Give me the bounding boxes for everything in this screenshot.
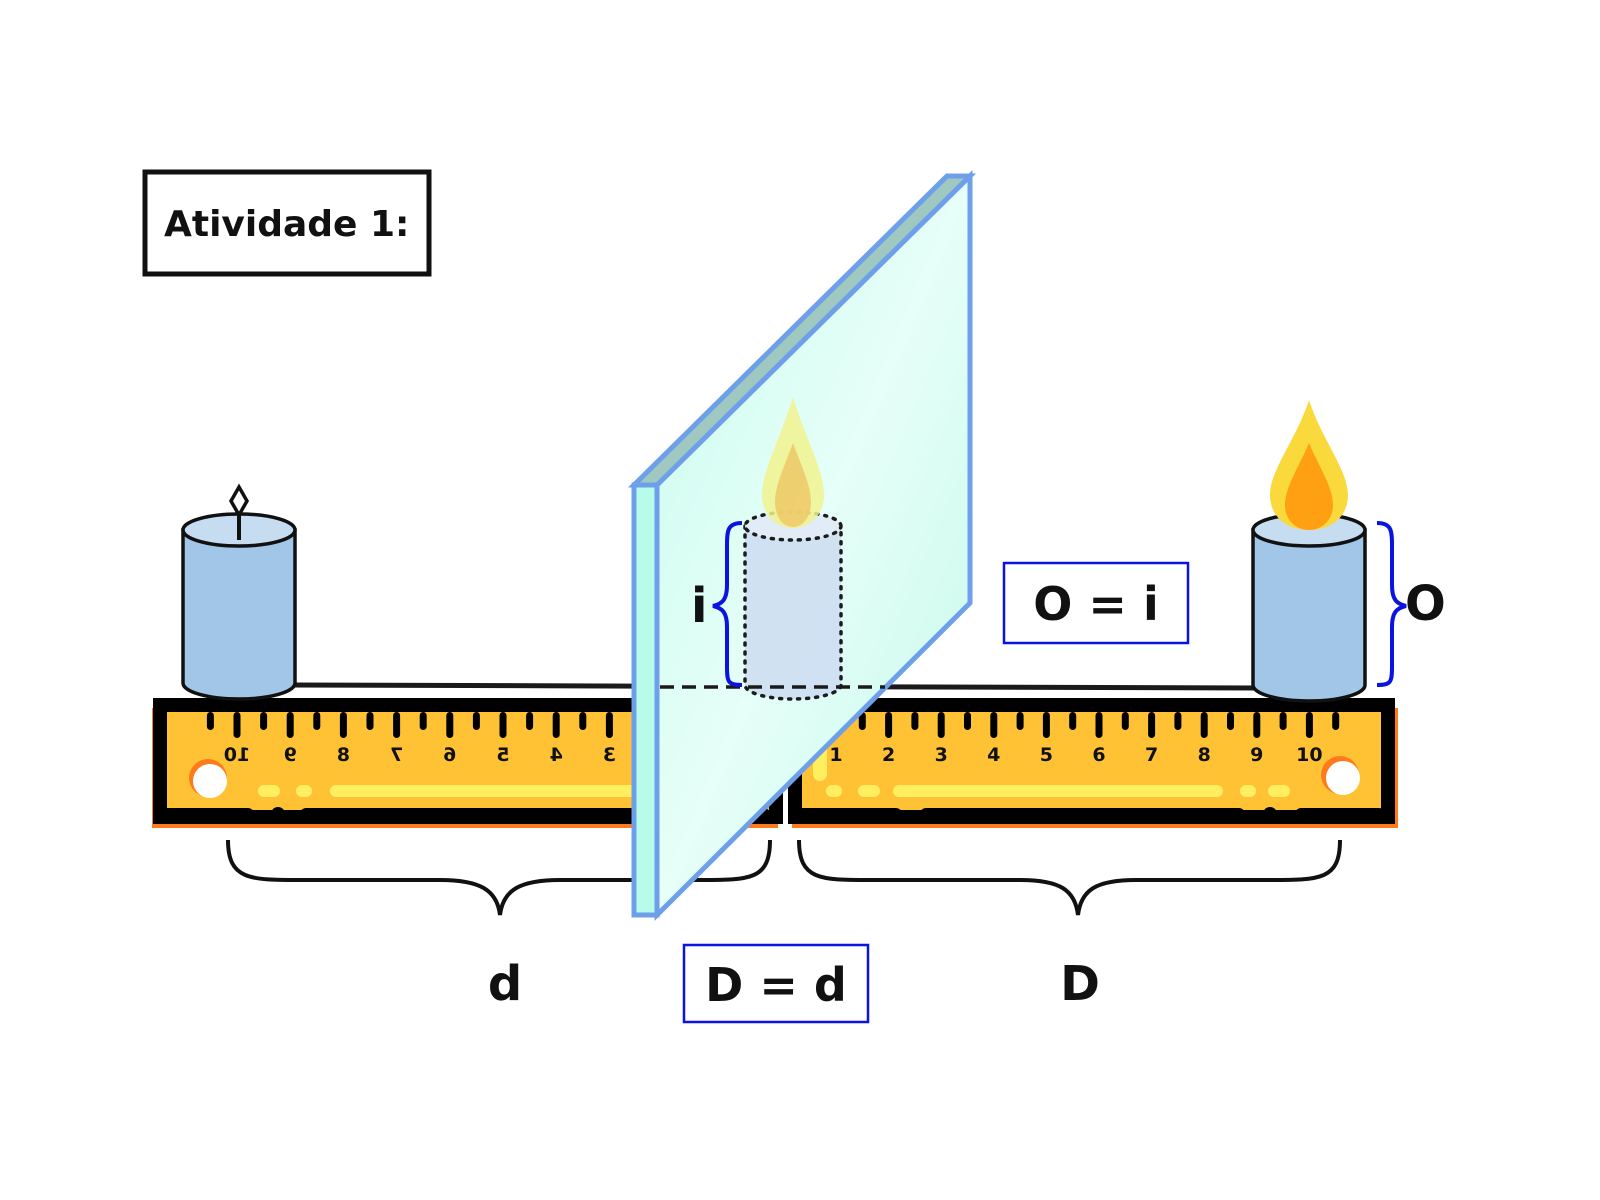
ruler-right-highlight (858, 785, 880, 797)
ruler-left-ticks: 10 9 8 7 6 5 4 3 (206, 712, 640, 766)
equality-height-box: O = i (1002, 561, 1190, 645)
unlit-candle (181, 483, 297, 701)
ruler-major-tick (499, 712, 507, 738)
ruler-minor-tick (313, 712, 321, 730)
ruler-left-number: 7 (390, 744, 403, 766)
brace-object-height (1376, 521, 1407, 687)
wick-tip-icon (228, 483, 250, 519)
ruler-right-number: 2 (882, 744, 895, 766)
ruler-left-number: 9 (284, 744, 297, 766)
ruler-minor-tick (366, 712, 374, 730)
ruler-right: 1 2 3 4 5 6 7 8 9 10 (788, 698, 1398, 828)
ruler-right-number: 1 (829, 744, 842, 766)
ruler-major-tick (937, 712, 945, 738)
ruler-major-tick (605, 712, 613, 738)
ruler-right-number: 5 (1040, 744, 1053, 766)
ruler-major-tick (339, 712, 347, 738)
ruler-right-hole (1326, 761, 1360, 795)
ruler-left-number: 5 (496, 744, 509, 766)
image-flame-inner (775, 443, 811, 527)
equality-distance-box: D = d (682, 943, 870, 1024)
ruler-major-tick (446, 712, 454, 738)
ruler-major-tick (1095, 712, 1103, 738)
equality-distance-text: D = d (705, 958, 847, 1012)
brace-image-height (712, 521, 743, 687)
ruler-minor-tick (1332, 712, 1340, 730)
ruler-right-number: 4 (987, 744, 1000, 766)
ruler-major-tick (885, 712, 893, 738)
ruler-right-highlight (1240, 785, 1256, 797)
ruler-right-number: 7 (1145, 744, 1158, 766)
equality-height-text: O = i (1033, 577, 1158, 631)
ruler-minor-tick (419, 712, 427, 730)
ruler-major-tick (990, 712, 998, 738)
ruler-minor-tick (260, 712, 268, 730)
ruler-major-tick (286, 712, 294, 738)
ruler-minor-tick (1227, 712, 1234, 730)
ruler-minor-tick (579, 712, 587, 730)
ruler-right-number: 3 (935, 744, 948, 766)
ruler-right-number: 8 (1198, 744, 1211, 766)
label-object-height: O (1405, 576, 1446, 632)
label-object-distance: D (1060, 956, 1100, 1012)
ruler-left-number: 4 (550, 744, 563, 766)
label-image-height: i (691, 578, 707, 634)
mirror-front-edge (631, 482, 660, 918)
ruler-minor-tick (911, 712, 919, 730)
brace-image-distance (226, 839, 772, 916)
ruler-major-tick (1042, 712, 1050, 738)
ruler-major-tick (1148, 712, 1156, 738)
brace-object-distance (797, 839, 1342, 916)
title-box: Atividade 1: (142, 169, 432, 277)
ruler-left-number: 10 (224, 744, 250, 766)
ruler-minor-tick (472, 712, 480, 730)
ruler-minor-tick (858, 712, 866, 730)
ruler-minor-tick (526, 712, 534, 730)
flame-inner-icon (1285, 443, 1333, 530)
label-image-distance: d (488, 956, 522, 1012)
ruler-major-tick (1305, 712, 1313, 738)
ruler-minor-tick (964, 712, 971, 730)
ruler-right-highlight (826, 785, 842, 797)
ruler-left-number: 3 (603, 744, 616, 766)
title-text: Atividade 1: (164, 204, 409, 245)
ruler-right-number: 9 (1250, 744, 1263, 766)
ruler-major-tick (233, 712, 241, 738)
ruler-left-highlight (258, 785, 280, 797)
ruler-right-number: 6 (1092, 744, 1105, 766)
ruler-major-tick (1253, 712, 1261, 738)
ruler-minor-tick (1121, 712, 1129, 730)
ruler-minor-tick (1174, 712, 1182, 730)
ruler-minor-tick (1016, 712, 1024, 730)
ruler-left-number: 6 (443, 744, 456, 766)
ruler-right-number: 10 (1296, 744, 1322, 766)
ruler-left-highlight (296, 785, 312, 797)
ruler-left-hole (193, 764, 227, 798)
object-candle (1251, 400, 1367, 703)
ruler-minor-tick (1279, 712, 1287, 730)
ruler-minor-tick (206, 712, 214, 730)
ruler-major-tick (1200, 712, 1208, 738)
ruler-major-tick (552, 712, 560, 738)
plane-mirror: i (627, 170, 977, 922)
ruler-major-tick (393, 712, 401, 738)
ruler-right-highlight (1268, 785, 1290, 797)
ruler-left-number: 8 (337, 744, 350, 766)
ruler-right-highlight (893, 785, 1223, 797)
ruler-minor-tick (1069, 712, 1077, 730)
